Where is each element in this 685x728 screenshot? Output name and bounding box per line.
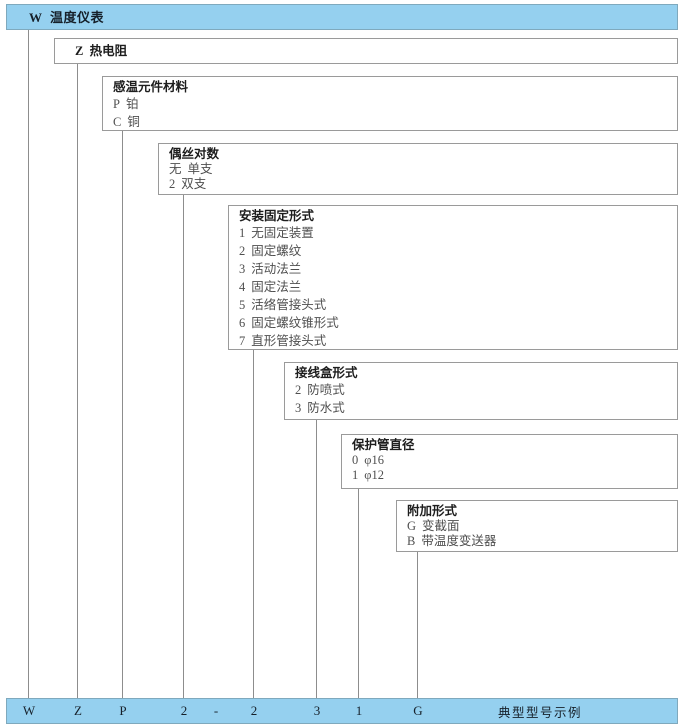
option-row: 2 双支 <box>169 177 677 192</box>
option-code: 无 <box>169 162 182 176</box>
connector-line-1 <box>28 30 29 698</box>
option-label: φ16 <box>364 453 384 467</box>
option-code: 5 <box>239 298 246 312</box>
node-title-mounting-fixing-type: 安装固定形式 <box>239 209 315 223</box>
example-model-label: 典型型号示例 <box>498 705 583 720</box>
option-code: C <box>113 115 122 129</box>
connector-line-8 <box>417 552 418 698</box>
node-title-protection-tube-diameter: 保护管直径 <box>352 438 415 452</box>
option-code: 7 <box>239 334 246 348</box>
connector-line-2 <box>77 64 78 698</box>
example-code-char: W <box>22 703 36 718</box>
example-code-char: 1 <box>355 703 363 718</box>
example-model-bar: W Z P 2 - 2 3 1 G 典型型号示例 <box>6 698 678 724</box>
option-row: 3 防水式 <box>295 399 677 417</box>
connector-line-6 <box>316 420 317 698</box>
option-label: 双支 <box>181 177 207 191</box>
option-code: 1 <box>352 468 359 482</box>
example-code-char: Z <box>74 703 82 718</box>
node-title-sensing-element-material: 感温元件材料 <box>113 80 189 94</box>
option-row: 无单支 <box>169 162 677 177</box>
option-code: 3 <box>239 262 246 276</box>
example-code-char: - <box>213 703 219 718</box>
example-code-char: G <box>413 703 423 718</box>
node-mounting-fixing-type: 安装固定形式 1 无固定装置 2 固定螺纹 3 活动法兰 4 固定法兰 5 活络管接头式 6 固定螺纹锥… <box>228 205 678 350</box>
example-code-char: 2 <box>250 703 258 718</box>
option-label: 铂 <box>125 97 139 111</box>
option-code: G <box>407 519 417 533</box>
option-label: 变截面 <box>422 519 460 533</box>
option-code: 6 <box>239 316 246 330</box>
option-code: 3 <box>295 401 302 415</box>
option-label: 铜 <box>127 115 140 129</box>
node-title-wire-pair-count: 偶丝对数 <box>169 147 220 161</box>
node-title-thermal-resistance: Z 热电阻 <box>75 44 128 58</box>
option-label: 活络管接头式 <box>251 298 327 312</box>
option-code: 2 <box>239 244 246 258</box>
option-row: 0 φ16 <box>352 453 677 468</box>
node-junction-box-type: 接线盒形式 2 防喷式 3 防水式 <box>284 362 678 420</box>
connector-line-4 <box>183 195 184 698</box>
instrument-type-header-text: W 温度仪表 <box>29 10 105 25</box>
connector-line-3 <box>122 131 123 698</box>
option-row: 3 活动法兰 <box>239 260 677 278</box>
connector-line-5 <box>253 350 254 698</box>
option-row: 1 φ12 <box>352 468 677 483</box>
example-code-char: 3 <box>313 703 321 718</box>
option-row: 2 固定螺纹 <box>239 242 677 260</box>
option-label: 带温度变送器 <box>421 534 497 548</box>
option-row: 7 直形管接头式 <box>239 332 677 350</box>
example-code-char: 2 <box>180 703 188 718</box>
option-label: 防水式 <box>307 401 345 415</box>
option-label: 防喷式 <box>307 383 345 397</box>
option-row: 5 活络管接头式 <box>239 296 677 314</box>
node-title-junction-box-type: 接线盒形式 <box>295 366 358 380</box>
node-title-additional-type: 附加形式 <box>407 504 458 518</box>
option-code: B <box>407 534 416 548</box>
option-row: 1 无固定装置 <box>239 224 677 242</box>
option-label: 活动法兰 <box>251 262 302 276</box>
connector-line-7 <box>358 489 359 698</box>
option-label: 固定螺纹锥形式 <box>251 316 339 330</box>
option-code: 2 <box>169 177 176 191</box>
option-row: 2 防喷式 <box>295 381 677 399</box>
option-label: 无固定装置 <box>251 226 314 240</box>
option-row: B 带温度变送器 <box>407 534 677 549</box>
option-label: 直形管接头式 <box>251 334 327 348</box>
option-code: P <box>113 97 120 111</box>
option-label: 固定法兰 <box>251 280 302 294</box>
option-code: 2 <box>295 383 302 397</box>
option-code: 0 <box>352 453 359 467</box>
option-code: 4 <box>239 280 246 294</box>
option-label: φ12 <box>364 468 384 482</box>
option-row: 4 固定法兰 <box>239 278 677 296</box>
option-label: 单支 <box>187 162 213 176</box>
option-row: 6 固定螺纹锥形式 <box>239 314 677 332</box>
option-row: G 变截面 <box>407 519 677 534</box>
node-thermal-resistance: Z 热电阻 <box>54 38 678 64</box>
option-code: 1 <box>239 226 246 240</box>
option-label: 固定螺纹 <box>251 244 302 258</box>
instrument-type-header: W 温度仪表 <box>6 4 678 30</box>
example-code-char: P <box>119 703 127 718</box>
